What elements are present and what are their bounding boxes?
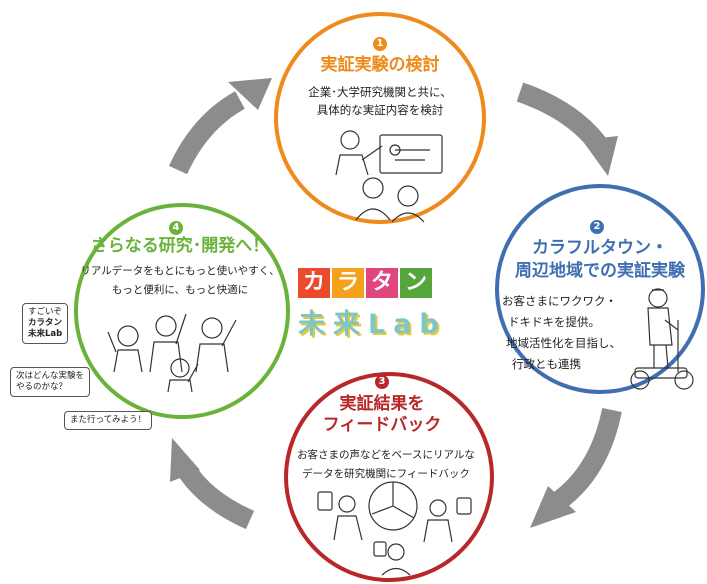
step-3-title-line-2: フィードバック	[322, 415, 442, 435]
step-4-body-line-1: リアルデータをもとにもっと使いやすく、	[80, 265, 280, 277]
logo-char-ta: タ	[366, 268, 398, 298]
cycle-arrow-3-to-4	[170, 438, 255, 530]
step-3-title-line-1: 実証結果を	[339, 394, 425, 414]
step-3-body-line-2: データを研究機関にフィードバック	[302, 468, 470, 480]
cycle-arrow-1-to-2	[516, 82, 618, 176]
meeting-illustration	[335, 130, 443, 223]
feedback-illustration	[317, 481, 472, 576]
step-2-circle	[495, 184, 705, 394]
bubble-2-line-1: 次はどんな実験を	[16, 371, 85, 381]
step-2-body-line-3: 地域活性化を目指し、	[506, 336, 621, 350]
logo-char-ka: カ	[298, 268, 330, 298]
bubble-3-line-1: また行ってみよう！	[70, 415, 147, 425]
step-1-body-line-2: 具体的な実証内容を検討	[316, 103, 444, 117]
step-4-number: 4	[172, 222, 180, 233]
step-4-title: さらなる研究･開発へ！	[90, 236, 270, 256]
cycle-arrow-2-to-3	[530, 407, 622, 528]
family-illustration	[107, 313, 237, 393]
step-2-body-line-2: ドキドキを提供。	[508, 315, 600, 329]
speech-bubble-3: また行ってみよう！	[64, 411, 153, 430]
bubble-2-line-2: やるのかな？	[16, 382, 68, 392]
logo-char-n: ン	[400, 268, 432, 298]
bubble-1-line-1: すごいぞ	[28, 307, 63, 317]
step-2-badge	[590, 220, 604, 234]
step-1-circle	[274, 12, 486, 224]
speech-bubble-1: すごいぞ カラタン 未来Lab	[22, 303, 69, 344]
step-1-number: 1	[376, 38, 384, 49]
step-1-badge	[373, 37, 387, 51]
step-4-circle	[74, 203, 290, 419]
cycle-arrow-4-to-1	[168, 78, 272, 175]
step-1-title: 実証実験の検討	[320, 55, 440, 75]
step-4-badge	[169, 221, 183, 235]
logo-mirai-lab: 未来Lab	[298, 309, 447, 340]
logo-char-ra: ラ	[332, 268, 364, 298]
step-2-title-line-2: 周辺地域での実証実験	[515, 261, 685, 281]
step-2-body-line-1: お客さまにワクワク・	[502, 294, 617, 308]
step-2-number: 2	[593, 221, 601, 232]
step-3-number: 3	[378, 376, 386, 387]
step-2-title-line-1: カラフルタウン・	[532, 238, 668, 258]
step-2-body-line-4: 行政とも連携	[512, 357, 581, 371]
step-4-body-line-2: もっと便利に、もっと快適に	[111, 284, 249, 296]
step-3-badge	[375, 375, 389, 389]
mobility-rider-illustration	[630, 288, 694, 390]
step-1-body-line-1: 企業･大学研究機関と共に、	[308, 85, 452, 99]
bubble-1-line-3: 未来Lab	[28, 329, 63, 339]
speech-bubble-2: 次はどんな実験を やるのかな？	[10, 367, 91, 397]
step-3-circle	[284, 372, 494, 582]
karatan-logo: カ ラ タ ン 未来Lab	[298, 268, 458, 341]
step-3-body-line-1: お客さまの声などをベースにリアルな	[297, 449, 475, 461]
bubble-1-line-2: カラタン	[28, 318, 63, 328]
